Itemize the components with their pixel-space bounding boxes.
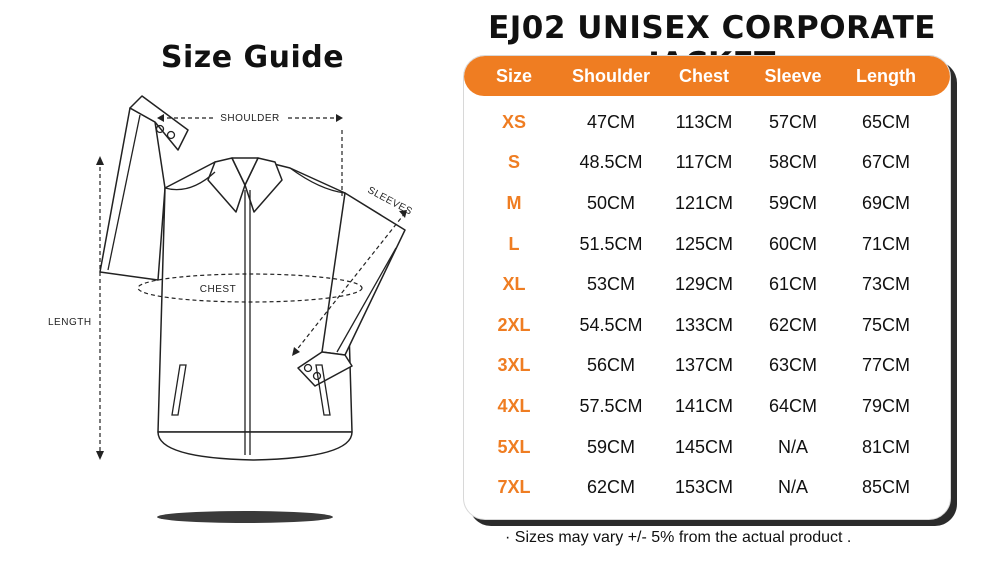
sleeve-cell: 62CM (768, 314, 817, 335)
table-row: XS 47CM 113CM 57CM 65CM (464, 102, 950, 143)
length-label: LENGTH (48, 317, 92, 328)
chest-cell: 117CM (675, 152, 733, 173)
chest-cell: 129CM (674, 274, 734, 295)
chest-cell: 121CM (674, 192, 734, 213)
length-cell: 69CM (861, 192, 910, 213)
shoulder-cell: 48.5CM (579, 152, 643, 173)
shoulder-cell: 57.5CM (579, 395, 643, 416)
sleeve-cell: 64CM (768, 395, 817, 416)
table-row: 5XL 59CM 145CM N/A 81CM (464, 427, 950, 468)
shoulder-cell: 56CM (586, 355, 635, 376)
chest-cell: 137CM (674, 355, 734, 376)
length-cell: 67CM (861, 152, 910, 173)
size-table: Size Shoulder Chest Sleeve Length XS 47CM… (463, 55, 951, 520)
sleeve-cell: 63CM (768, 355, 817, 376)
shoulder-cell: 62CM (586, 477, 635, 498)
diagram-shadow (157, 511, 333, 523)
chest-cell: 113CM (675, 111, 733, 132)
length-cell: 73CM (861, 274, 910, 295)
header-sleeve: Sleeve (764, 65, 822, 86)
table-row: XL 53CM 129CM 61CM 73CM (464, 264, 950, 305)
size-cell: L (508, 233, 520, 254)
header-chest: Chest (678, 65, 729, 86)
table-row: 2XL 54.5CM 133CM 62CM 75CM (464, 305, 950, 346)
size-cell: 5XL (497, 436, 531, 457)
header-size: Size (495, 65, 533, 86)
size-cell: 7XL (497, 477, 531, 498)
length-cell: 81CM (861, 436, 910, 457)
sleeve-cell: N/A (777, 436, 808, 457)
table-row: 4XL 57.5CM 141CM 64CM 79CM (464, 386, 950, 427)
sleeve-cell: N/A (777, 477, 808, 498)
length-cell: 85CM (861, 477, 910, 498)
jacket-outline (99, 95, 406, 461)
size-cell: M (506, 192, 522, 213)
sleeve-cell: 60CM (768, 233, 817, 254)
table-row: 3XL 56CM 137CM 63CM 77CM (464, 346, 950, 387)
chest-cell: 133CM (674, 314, 734, 335)
table-row: 7XL 62CM 153CM N/A 85CM (464, 467, 950, 508)
chest-cell: 141CM (674, 395, 734, 416)
shoulder-cell: 51.5CM (579, 233, 643, 254)
length-cell: 65CM (861, 111, 910, 132)
chest-label: CHEST (200, 284, 236, 295)
size-cell: 3XL (497, 355, 531, 376)
length-cell: 71CM (861, 233, 910, 254)
table-body: XS 47CM 113CM 57CM 65CM S 48.5CM 117CM 58CM 67CM M… (464, 102, 950, 508)
jacket-details (107, 114, 397, 455)
chest-cell: 145CM (674, 436, 734, 457)
sleeve-cell: 58CM (768, 152, 817, 173)
shoulder-cell: 59CM (586, 436, 635, 457)
measurement-lines (99, 117, 406, 455)
length-cell: 75CM (861, 314, 910, 335)
table-header: Size Shoulder Chest Sleeve Length (464, 56, 950, 96)
size-cell: XS (501, 111, 526, 132)
table-row: S 48.5CM 117CM 58CM 67CM (464, 143, 950, 184)
sleeve-cell: 59CM (768, 192, 817, 213)
header-length: Length (856, 65, 916, 86)
size-cell: 2XL (497, 314, 531, 335)
table-row: L 51.5CM 125CM 60CM 71CM (464, 224, 950, 265)
sleeve-cell: 57CM (768, 111, 817, 132)
chest-cell: 125CM (674, 233, 734, 254)
shoulder-cell: 47CM (586, 111, 635, 132)
shoulder-label: SHOULDER (220, 113, 280, 124)
length-cell: 79CM (861, 395, 910, 416)
header-shoulder: Shoulder (571, 65, 650, 86)
sleeve-cell: 61CM (768, 274, 817, 295)
size-guide-title: Size Guide (160, 40, 345, 75)
length-cell: 77CM (861, 355, 910, 376)
shoulder-cell: 53CM (586, 274, 635, 295)
footnote: · Sizes may vary +/- 5% from the actual … (505, 529, 852, 546)
size-cell: XL (502, 274, 526, 295)
shoulder-cell: 54.5CM (579, 314, 643, 335)
measurement-arrows (96, 114, 407, 460)
table-row: M 50CM 121CM 59CM 69CM (464, 183, 950, 224)
shoulder-cell: 50CM (586, 192, 635, 213)
size-cell: S (507, 152, 520, 173)
jacket-diagram: SHOULDER SLEEVES CHEST LENGTH (48, 95, 414, 523)
chest-cell: 153CM (674, 477, 734, 498)
size-cell: 4XL (497, 395, 531, 416)
